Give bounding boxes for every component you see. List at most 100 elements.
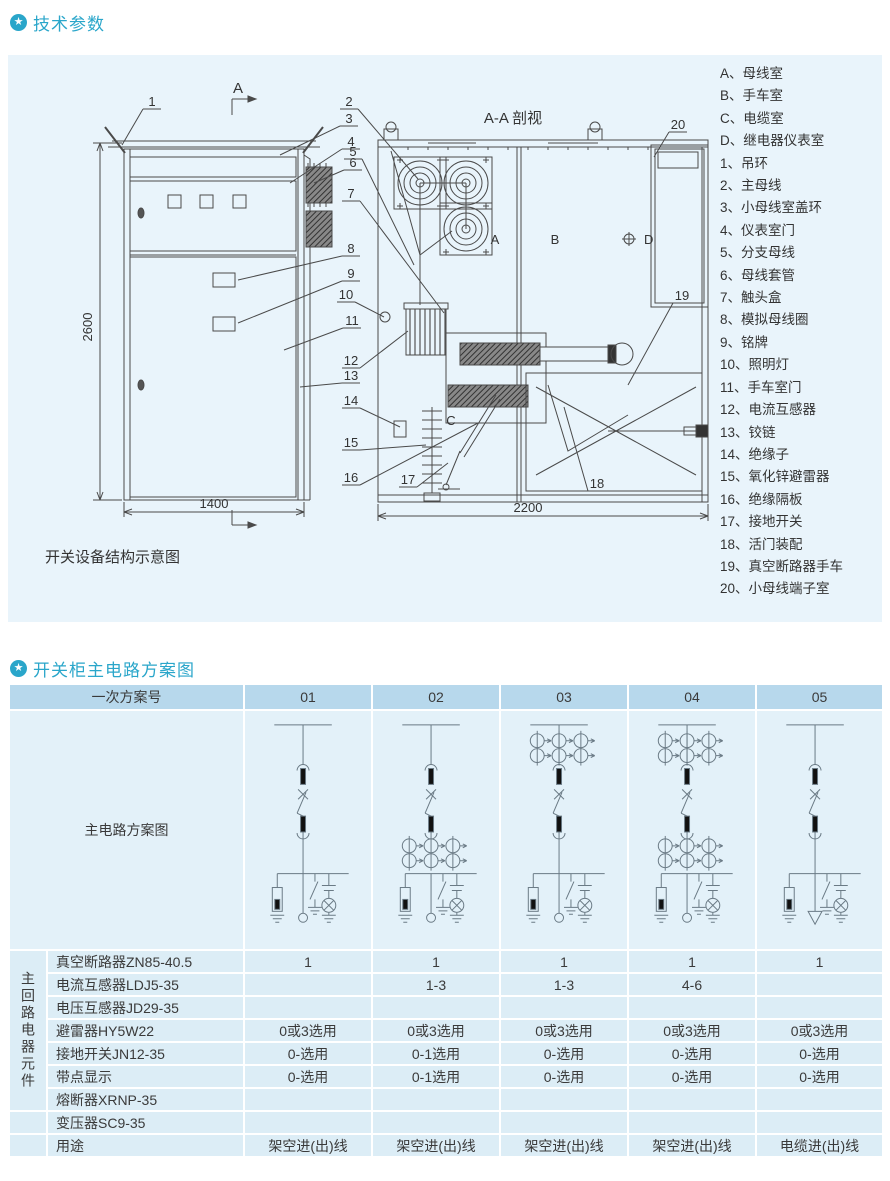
component-label: 用途 xyxy=(46,1133,245,1158)
component-value: 1 xyxy=(755,949,884,974)
component-value: 0-选用 xyxy=(243,1064,373,1089)
legend-item: 4、仪表室门 xyxy=(720,222,796,238)
component-value: 0-选用 xyxy=(499,1041,629,1066)
svg-text:2: 2 xyxy=(345,94,352,109)
svg-text:4: 4 xyxy=(347,134,354,149)
component-value xyxy=(627,995,757,1020)
legend-item: 16、绝缘隔板 xyxy=(720,491,803,507)
scheme-cell-05 xyxy=(755,709,884,951)
tech-section-title-text: 技术参数 xyxy=(33,14,105,34)
svg-text:A: A xyxy=(491,232,500,247)
header-scheme-02: 02 xyxy=(371,683,501,711)
component-value: 0或3选用 xyxy=(755,1018,884,1043)
legend-item: 5、分支母线 xyxy=(720,245,796,261)
component-value: 0-1选用 xyxy=(371,1064,501,1089)
legend-item: 6、母线套管 xyxy=(720,267,796,283)
svg-text:1400: 1400 xyxy=(200,496,229,511)
component-label: 熔断器XRNP-35 xyxy=(46,1087,245,1112)
legend-item: 17、接地开关 xyxy=(720,514,803,530)
component-value xyxy=(755,1087,884,1112)
component-label: 带点显示 xyxy=(46,1064,245,1089)
component-value xyxy=(755,995,884,1020)
svg-text:17: 17 xyxy=(401,472,415,487)
component-value xyxy=(243,1110,373,1135)
component-value: 0-选用 xyxy=(243,1041,373,1066)
scheme-cell-03 xyxy=(499,709,629,951)
scheme-diagram-02 xyxy=(398,724,477,923)
legend-item: 3、小母线室盖环 xyxy=(720,200,823,216)
header-scheme-03: 03 xyxy=(499,683,629,711)
empty-group-cell xyxy=(8,1133,48,1158)
svg-text:8: 8 xyxy=(347,241,354,256)
svg-text:20: 20 xyxy=(671,117,685,132)
component-value xyxy=(371,1087,501,1112)
component-value: 1-3 xyxy=(499,972,629,997)
component-value: 4-6 xyxy=(627,972,757,997)
svg-text:12: 12 xyxy=(344,353,358,368)
component-value: 1 xyxy=(371,949,501,974)
component-value: 1-3 xyxy=(371,972,501,997)
svg-text:2600: 2600 xyxy=(80,313,95,342)
component-value: 架空进(出)线 xyxy=(371,1133,501,1158)
legend-item: 13、铰链 xyxy=(720,424,776,440)
svg-text:B: B xyxy=(551,232,560,247)
component-value: 1 xyxy=(627,949,757,974)
legend-item: A、母线室 xyxy=(720,66,784,81)
component-label: 电流互感器LDJ5-35 xyxy=(46,972,245,997)
component-value: 0-选用 xyxy=(755,1041,884,1066)
svg-text:10: 10 xyxy=(339,287,353,302)
component-value: 电缆进(出)线 xyxy=(755,1133,884,1158)
svg-text:19: 19 xyxy=(675,288,689,303)
component-value: 0-选用 xyxy=(627,1064,757,1089)
scheme-cell-04 xyxy=(627,709,757,951)
legend-item: C、电缆室 xyxy=(720,110,784,126)
component-value: 1 xyxy=(499,949,629,974)
component-label: 接地开关JN12-35 xyxy=(46,1041,245,1066)
legend-item: 19、真空断路器手车 xyxy=(720,558,844,574)
group-label-cell: 主回路电器元件 xyxy=(8,949,48,1112)
component-value xyxy=(499,995,629,1020)
scheme-section-title-text: 开关柜主电路方案图 xyxy=(33,660,195,680)
component-value xyxy=(243,995,373,1020)
legend-item: 9、铭牌 xyxy=(720,334,769,350)
svg-text:18: 18 xyxy=(590,476,604,491)
component-value xyxy=(371,1110,501,1135)
svg-text:2200: 2200 xyxy=(514,500,543,515)
legend-item: 15、氧化锌避雷器 xyxy=(720,469,830,485)
svg-text:5: 5 xyxy=(349,144,356,159)
component-value xyxy=(243,1087,373,1112)
svg-text:C: C xyxy=(446,413,455,428)
component-value xyxy=(755,1110,884,1135)
component-value xyxy=(243,972,373,997)
tech-section-title: ★ 技术参数 xyxy=(10,10,890,34)
legend-item: D、继电器仪表室 xyxy=(720,133,825,149)
component-value xyxy=(627,1110,757,1135)
component-label: 避雷器HY5W22 xyxy=(46,1018,245,1043)
table-row: 熔断器XRNP-35 xyxy=(9,1087,884,1112)
component-label: 真空断路器ZN85-40.5 xyxy=(46,949,245,974)
component-value: 架空进(出)线 xyxy=(627,1133,757,1158)
empty-group-cell xyxy=(8,1110,48,1135)
component-value xyxy=(371,995,501,1020)
scheme-diagram-05 xyxy=(782,724,861,926)
header-primary-scheme-no: 一次方案号 xyxy=(8,683,245,711)
component-value: 架空进(出)线 xyxy=(499,1133,629,1158)
component-value: 架空进(出)线 xyxy=(243,1133,373,1158)
component-label: 电压互感器JD29-35 xyxy=(46,995,245,1020)
component-value: 0-选用 xyxy=(499,1064,629,1089)
scheme-cell-02 xyxy=(371,709,501,951)
svg-text:14: 14 xyxy=(344,393,358,408)
svg-text:13: 13 xyxy=(344,368,358,383)
component-value: 0-选用 xyxy=(627,1041,757,1066)
svg-text:3: 3 xyxy=(345,111,352,126)
header-scheme-04: 04 xyxy=(627,683,757,711)
component-value: 0或3选用 xyxy=(499,1018,629,1043)
legend-item: 7、触头盒 xyxy=(720,290,782,306)
legend-item: 20、小母线端子室 xyxy=(720,581,830,597)
component-value: 0-1选用 xyxy=(371,1041,501,1066)
